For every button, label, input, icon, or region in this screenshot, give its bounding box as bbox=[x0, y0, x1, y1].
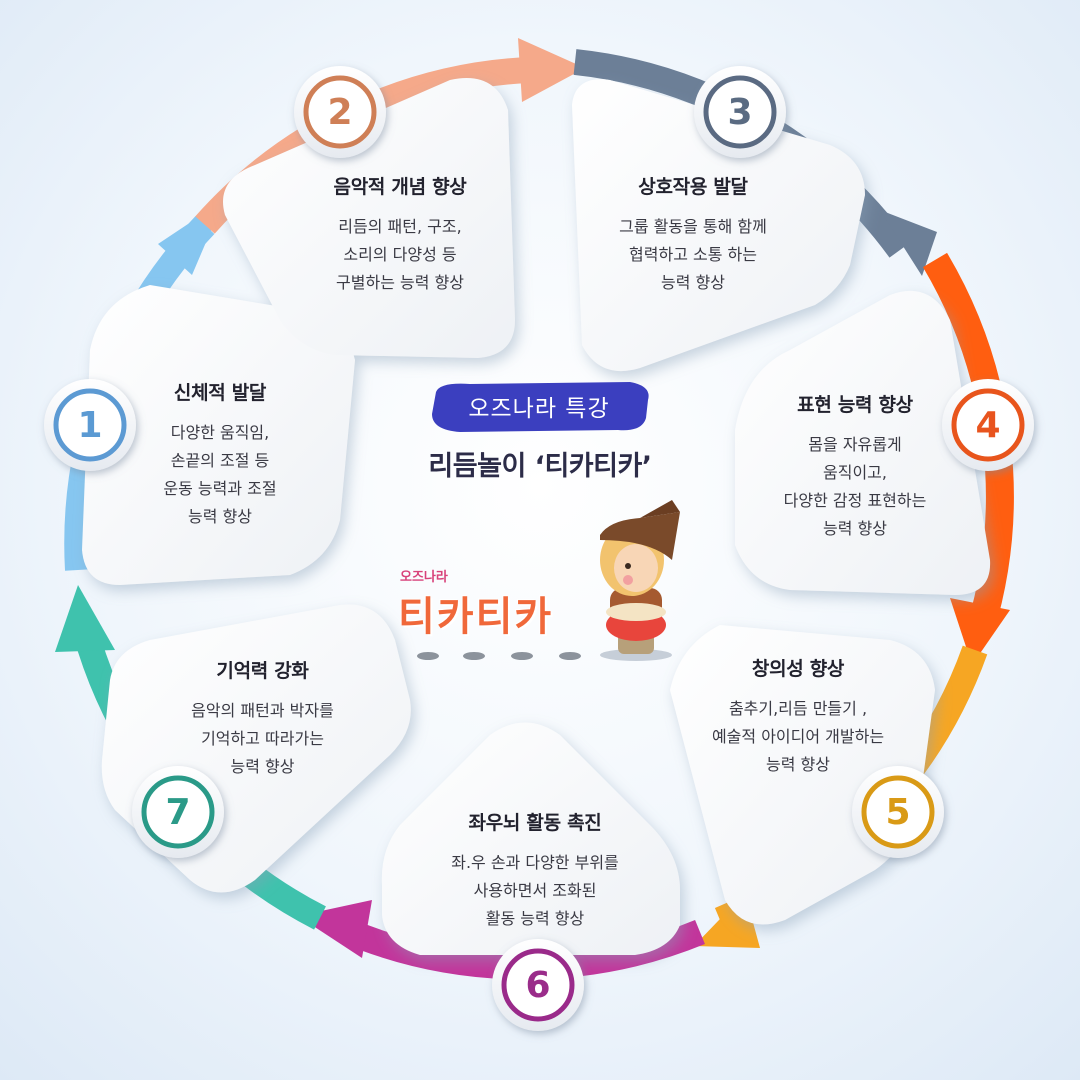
badge-number-5: 5 bbox=[885, 791, 911, 833]
mascot-shadow bbox=[600, 649, 672, 661]
logo-dot bbox=[417, 652, 439, 660]
arrowhead-peach bbox=[518, 38, 585, 102]
badge-7-circle bbox=[141, 775, 215, 849]
step-4-text: 표현 능력 향상 몸을 자유롭게 움직이고, 다양한 감정 표현하는 능력 향상 bbox=[745, 390, 965, 543]
card-2 bbox=[223, 78, 515, 358]
mascot-drum-top bbox=[606, 603, 666, 621]
badge-number-3: 3 bbox=[727, 91, 753, 133]
step-2-title: 음악적 개념 향상 bbox=[333, 176, 467, 198]
step-2-body: 리듬의 패턴, 구조, 소리의 다양성 등 구별하는 능력 향상 bbox=[336, 217, 464, 292]
step-1-title: 신체적 발달 bbox=[173, 382, 267, 404]
logo-dot bbox=[559, 652, 581, 660]
badge-6-circle bbox=[501, 948, 575, 1022]
step-6-text: 좌우뇌 활동 촉진 좌.우 손과 다양한 부위를 사용하면서 조화된 활동 능력… bbox=[415, 808, 655, 933]
card-5 bbox=[670, 625, 935, 925]
card-4 bbox=[735, 290, 991, 595]
logo-big-text: 티카티카 bbox=[398, 594, 554, 640]
mascot-eye bbox=[625, 563, 631, 569]
step-5-body: 춤추기,리듬 만들기 , 예술적 아이디어 개발하는 능력 향상 bbox=[711, 699, 885, 774]
step-5-title: 창의성 향상 bbox=[751, 658, 845, 680]
main-title: 리듬놀이 ‘티카티카’ bbox=[428, 451, 652, 482]
step-6-body: 좌.우 손과 다양한 부위를 사용하면서 조화된 활동 능력 향상 bbox=[451, 853, 619, 928]
step-3-title: 상호작용 발달 bbox=[638, 176, 748, 198]
mascot-face bbox=[614, 544, 658, 592]
badge-number-4: 4 bbox=[975, 404, 1001, 446]
badge-2-circle bbox=[303, 75, 377, 149]
card-3 bbox=[572, 79, 865, 372]
step-7-body: 음악의 패턴과 박자를 기억하고 따라가는 능력 향상 bbox=[191, 701, 334, 776]
step-1-text: 신체적 발달 다양한 움직임, 손끝의 조절 등 운동 능력과 조절 능력 향상 bbox=[110, 378, 330, 531]
badge-5-circle bbox=[861, 775, 935, 849]
logo-small-text: 오즈나라 bbox=[400, 570, 448, 585]
step-6-title: 좌우뇌 활동 촉진 bbox=[468, 812, 602, 834]
step-4-title: 표현 능력 향상 bbox=[797, 394, 913, 416]
mascot-hat bbox=[600, 512, 680, 560]
special-lecture-tag: 오즈나라 특강 bbox=[468, 396, 610, 422]
card-1 bbox=[82, 285, 355, 585]
special-tag-bg bbox=[432, 382, 649, 432]
step-2-text: 음악적 개념 향상 리듬의 패턴, 구조, 소리의 다양성 등 구별하는 능력 … bbox=[290, 172, 510, 297]
step-7-title: 기억력 강화 bbox=[216, 660, 309, 682]
badge-3-circle bbox=[703, 75, 777, 149]
step-3-body: 그룹 활동을 통해 함께 협력하고 소통 하는 능력 향상 bbox=[619, 217, 767, 292]
badge-4-circle bbox=[951, 388, 1025, 462]
mascot-hat-tip bbox=[640, 500, 680, 518]
arrowhead-teal bbox=[55, 585, 115, 652]
step-1-body: 다양한 움직임, 손끝의 조절 등 운동 능력과 조절 능력 향상 bbox=[163, 423, 277, 526]
logo-dots bbox=[417, 652, 581, 660]
badge-number-6: 6 bbox=[525, 964, 551, 1006]
mascot-character bbox=[600, 500, 680, 661]
logo-dot bbox=[511, 652, 533, 660]
step-3-text: 상호작용 발달 그룹 활동을 통해 함께 협력하고 소통 하는 능력 향상 bbox=[578, 172, 808, 297]
arrowhead-slate bbox=[880, 210, 937, 276]
badge-number-2: 2 bbox=[327, 91, 353, 133]
step-5-text: 창의성 향상 춤추기,리듬 만들기 , 예술적 아이디어 개발하는 능력 향상 bbox=[678, 654, 918, 779]
card-6 bbox=[381, 722, 680, 955]
step-4-body: 몸을 자유롭게 움직이고, 다양한 감정 표현하는 능력 향상 bbox=[783, 435, 927, 538]
step-7-text: 기억력 강화 음악의 패턴과 박자를 기억하고 따라가는 능력 향상 bbox=[150, 656, 375, 781]
arrowhead-orange bbox=[950, 598, 1010, 665]
badge-number-7: 7 bbox=[165, 791, 191, 833]
badge-number-1: 1 bbox=[77, 404, 103, 446]
logo-dot bbox=[463, 652, 485, 660]
mascot-cheek bbox=[623, 575, 633, 585]
badge-1-circle bbox=[53, 388, 127, 462]
